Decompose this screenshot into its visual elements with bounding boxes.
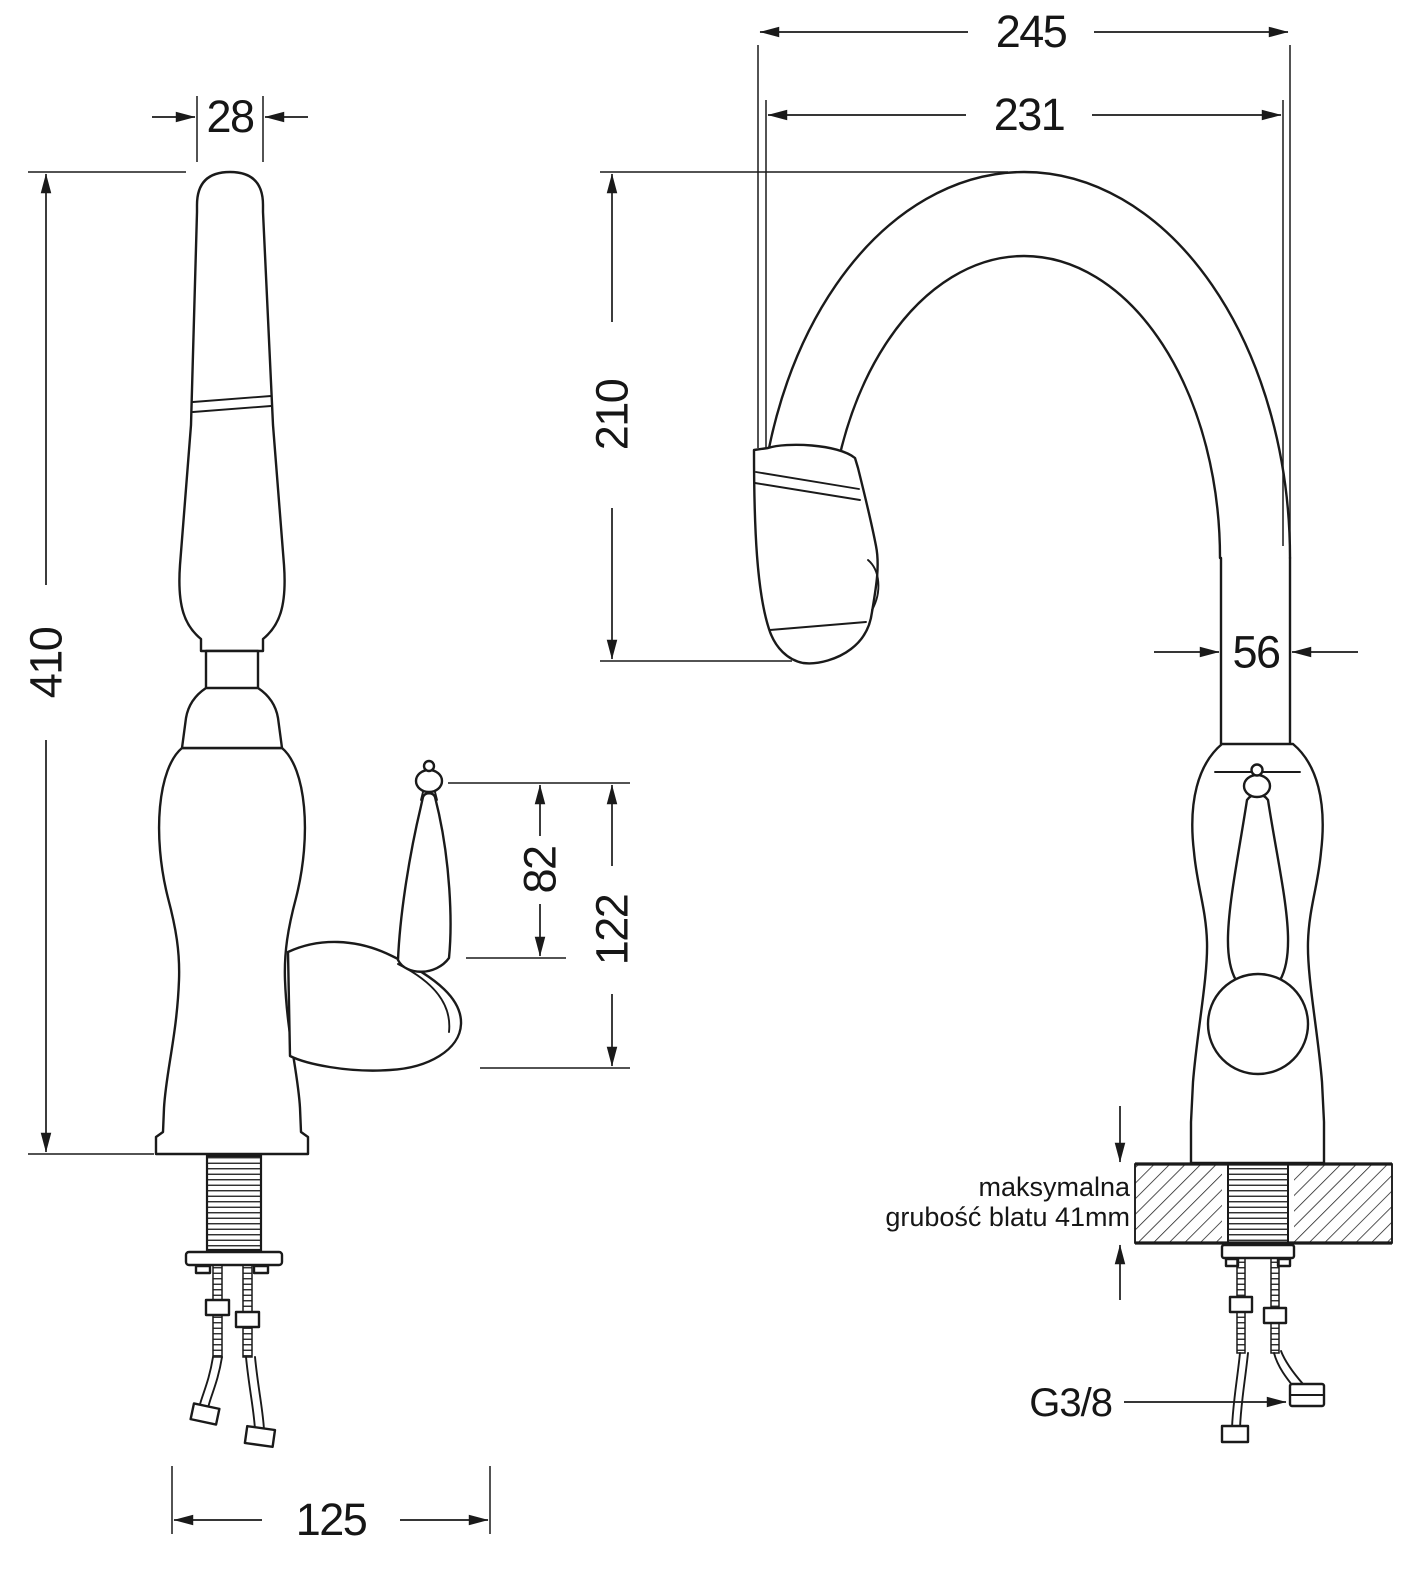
handle-knob bbox=[414, 768, 444, 794]
ext-line bbox=[28, 171, 186, 1155]
mounting-hardware-front bbox=[1220, 1243, 1326, 1444]
dim-410-label: 410 bbox=[21, 627, 72, 698]
shank-through-worktop bbox=[1227, 1163, 1289, 1244]
handle-joint-housing bbox=[286, 940, 463, 1072]
dim-82: 82 bbox=[448, 782, 630, 959]
dimensions: 28 410 125 82 122 bbox=[21, 6, 1358, 1545]
arc-spout-outer bbox=[756, 170, 1292, 560]
worktop-note-line1: maksymalna bbox=[978, 1172, 1131, 1202]
mounting-pin bbox=[1224, 1257, 1240, 1268]
hose-nut bbox=[189, 1402, 221, 1426]
thread-shank bbox=[205, 1154, 263, 1252]
supply-hose bbox=[1239, 1352, 1249, 1429]
pulldown-spray-head bbox=[752, 443, 879, 665]
dim-210-label: 210 bbox=[587, 379, 638, 450]
spray-head-seam bbox=[754, 482, 861, 501]
handle-base-disc bbox=[1206, 972, 1310, 1076]
dim-410: 410 bbox=[21, 171, 186, 1155]
dim-56-label: 56 bbox=[1232, 627, 1280, 678]
worktop-hatch-right bbox=[1294, 1164, 1392, 1243]
dim-56: 56 bbox=[1154, 627, 1358, 678]
knob-stem-line bbox=[420, 791, 438, 801]
mounting-pin bbox=[194, 1264, 212, 1275]
worktop-hatch-left bbox=[1135, 1164, 1222, 1243]
dim-245-label: 245 bbox=[996, 6, 1067, 57]
supply-hose bbox=[1280, 1350, 1304, 1385]
ext-line bbox=[448, 782, 630, 959]
ext-line bbox=[765, 100, 1284, 546]
ext-line bbox=[600, 171, 1008, 662]
faucet-side-view bbox=[154, 170, 463, 1449]
faucet-body bbox=[154, 746, 310, 1156]
hose-nut bbox=[1220, 1424, 1250, 1444]
thread-size-label: G3/8 bbox=[1029, 1381, 1112, 1425]
mounting-plate bbox=[1220, 1243, 1296, 1260]
dim-82-label: 82 bbox=[515, 846, 566, 893]
dim-28: 28 bbox=[152, 91, 308, 162]
dim-231: 231 bbox=[765, 89, 1284, 546]
hose-nut bbox=[243, 1424, 277, 1449]
dim-122: 122 bbox=[480, 784, 638, 1069]
mounting-stud bbox=[1270, 1257, 1280, 1354]
spout-neck bbox=[204, 649, 260, 693]
worktop-section bbox=[1134, 1162, 1393, 1245]
ext-line bbox=[196, 96, 264, 162]
dim-125: 125 bbox=[171, 1466, 491, 1545]
supply-hose bbox=[1231, 1352, 1241, 1429]
handle-finial-front bbox=[1250, 763, 1264, 777]
dim-28-label: 28 bbox=[206, 91, 254, 142]
spray-trigger-line bbox=[867, 559, 880, 611]
mounting-nut bbox=[234, 1310, 261, 1329]
mounting-pin bbox=[252, 1264, 270, 1275]
body-collar bbox=[180, 686, 284, 750]
spray-head-seam bbox=[755, 471, 860, 490]
spout-shaft bbox=[178, 170, 286, 653]
dim-125-label: 125 bbox=[296, 1494, 367, 1545]
dim-245: 245 bbox=[757, 6, 1291, 546]
mounting-nut bbox=[1228, 1295, 1254, 1314]
supply-hose bbox=[254, 1356, 265, 1431]
arc-spout-inner bbox=[826, 254, 1222, 560]
dim-122-label: 122 bbox=[587, 895, 638, 966]
spout-seam-line bbox=[192, 395, 272, 403]
mounting-nut bbox=[1262, 1306, 1288, 1325]
supply-hose bbox=[245, 1356, 256, 1431]
ext-line bbox=[171, 1466, 491, 1534]
handle-finial bbox=[422, 759, 436, 773]
mounting-pin bbox=[1276, 1257, 1292, 1268]
spray-nozzle-line bbox=[769, 621, 867, 631]
mounting-plate bbox=[184, 1250, 284, 1267]
dim-231-label: 231 bbox=[994, 89, 1065, 140]
ext-line bbox=[757, 45, 1291, 546]
dim-210: 210 bbox=[587, 171, 1008, 662]
worktop-thickness-note: maksymalna grubość blatu 41mm bbox=[885, 1106, 1131, 1300]
mounting-hardware bbox=[184, 1250, 284, 1449]
mounting-nut bbox=[204, 1298, 231, 1317]
supply-hose bbox=[207, 1356, 223, 1409]
worktop-note-line2: grubość blatu 41mm bbox=[885, 1202, 1130, 1232]
spout-seam-line bbox=[192, 405, 272, 413]
handle-lever bbox=[396, 792, 452, 973]
thread-callout: G3/8 bbox=[1029, 1381, 1287, 1425]
handle-knob-front bbox=[1242, 773, 1272, 799]
faucet-front-view bbox=[752, 170, 1393, 1444]
